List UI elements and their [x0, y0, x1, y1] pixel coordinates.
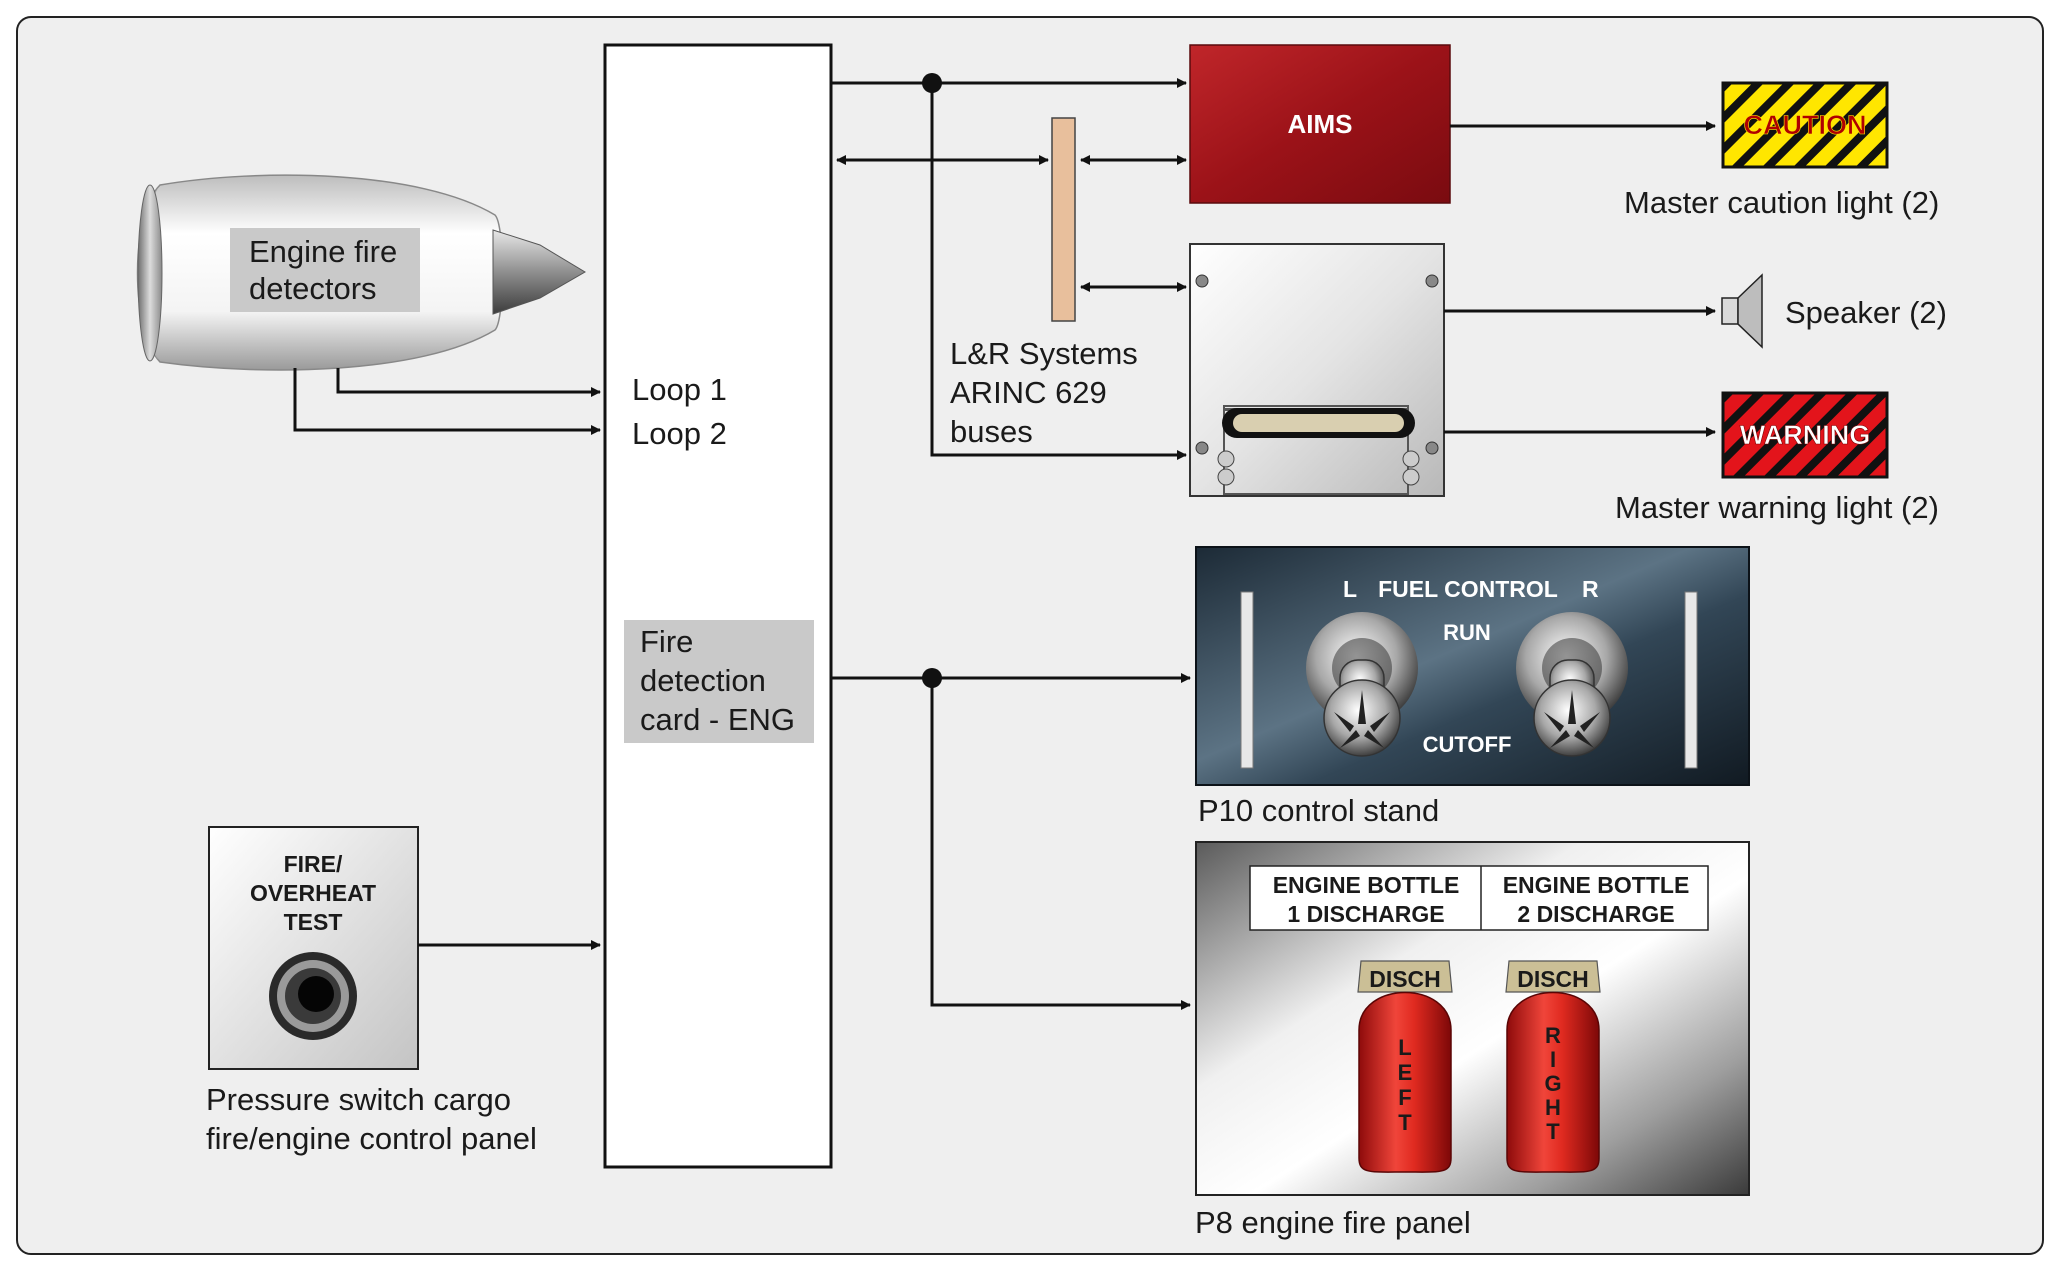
fire-panel-caption: P8 engine fire panel	[1195, 1205, 1471, 1240]
left-fuel-switch[interactable]	[1306, 612, 1418, 757]
loop-2-line	[293, 368, 601, 435]
fuel-title-l: L	[1343, 576, 1357, 602]
fuel-cutoff-label: CUTOFF	[1423, 732, 1512, 757]
card-label-line-1: Fire	[640, 624, 693, 659]
fuel-panel-caption: P10 control stand	[1198, 793, 1439, 828]
caution-caption: Master caution light (2)	[1624, 185, 1939, 220]
fuel-run-label: RUN	[1443, 620, 1491, 645]
test-button[interactable]	[269, 952, 357, 1040]
test-panel-caption-2: fire/engine control panel	[206, 1121, 537, 1156]
left-letter-4: T	[1398, 1110, 1412, 1135]
warning-electronics-unit	[1189, 243, 1445, 497]
test-panel-label-2: OVERHEAT	[250, 880, 376, 906]
test-panel-label-1: FIRE/	[284, 851, 343, 877]
warning-text: WARNING	[1740, 420, 1871, 450]
bus-label-2: ARINC 629	[950, 375, 1107, 410]
card-to-warning-unit-line	[930, 83, 1187, 460]
engine-fire-panel: ENGINE BOTTLE 1 DISCHARGE ENGINE BOTTLE …	[1195, 841, 1750, 1196]
aims-box	[1189, 44, 1451, 204]
right-letter-3: G	[1544, 1071, 1561, 1096]
fuel-control-panel: L FUEL CONTROL R RUN CUTOFF	[1195, 546, 1750, 786]
bottle-2-label-2: 2 DISCHARGE	[1517, 901, 1674, 927]
left-fire-handle[interactable]: DISCH L E F T	[1357, 960, 1453, 1173]
loop-1-label: Loop 1	[632, 372, 727, 407]
warning-caption: Master warning light (2)	[1615, 490, 1939, 525]
test-panel-caption-1: Pressure switch cargo	[206, 1082, 511, 1117]
bus-label-3: buses	[950, 414, 1033, 449]
left-letter-1: L	[1398, 1035, 1411, 1060]
speaker-caption: Speaker (2)	[1785, 295, 1947, 330]
engine-label-line-2: detectors	[249, 271, 377, 306]
arinc-bus-bar	[1051, 117, 1076, 322]
engine-label-box	[230, 228, 420, 312]
right-letter-2: I	[1550, 1047, 1556, 1072]
master-warning-light: WARNING	[1721, 391, 1889, 479]
left-disch-label: DISCH	[1369, 966, 1441, 992]
fuel-title-r: R	[1582, 576, 1599, 602]
left-letter-3: F	[1398, 1085, 1411, 1110]
loop-1-line	[336, 368, 601, 397]
bottle-1-label-2: 1 DISCHARGE	[1287, 901, 1444, 927]
card-label-line-2: detection	[640, 663, 766, 698]
engine-illustration: Engine fire detectors	[136, 174, 586, 371]
card-label-line-3: card - ENG	[640, 702, 795, 737]
engine-label-line-1: Engine fire	[249, 234, 397, 269]
speaker-icon	[1721, 273, 1763, 349]
bottle-2-label-1: ENGINE BOTTLE	[1503, 872, 1690, 898]
left-letter-2: E	[1398, 1060, 1413, 1085]
right-disch-label: DISCH	[1517, 966, 1589, 992]
bus-label-1: L&R Systems	[950, 336, 1138, 371]
fire-detection-card	[603, 43, 833, 1169]
right-fire-handle[interactable]: DISCH R I G H T	[1505, 960, 1601, 1173]
right-letter-5: T	[1546, 1119, 1560, 1144]
right-fuel-switch[interactable]	[1516, 612, 1628, 757]
master-caution-light: CAUTION	[1721, 81, 1889, 169]
bottle-1-label-1: ENGINE BOTTLE	[1273, 872, 1460, 898]
aims-label: AIMS	[1288, 109, 1353, 139]
fuel-title: FUEL CONTROL	[1378, 576, 1558, 602]
test-panel-label-3: TEST	[284, 909, 343, 935]
card-label-box	[624, 620, 814, 743]
loop-2-label: Loop 2	[632, 416, 727, 451]
card-to-fire-panel-line	[930, 678, 1191, 1010]
right-letter-1: R	[1545, 1023, 1561, 1048]
caution-text: CAUTION	[1744, 110, 1867, 140]
right-letter-4: H	[1545, 1095, 1561, 1120]
fire-overheat-test-panel: FIRE/ OVERHEAT TEST	[208, 826, 419, 1070]
